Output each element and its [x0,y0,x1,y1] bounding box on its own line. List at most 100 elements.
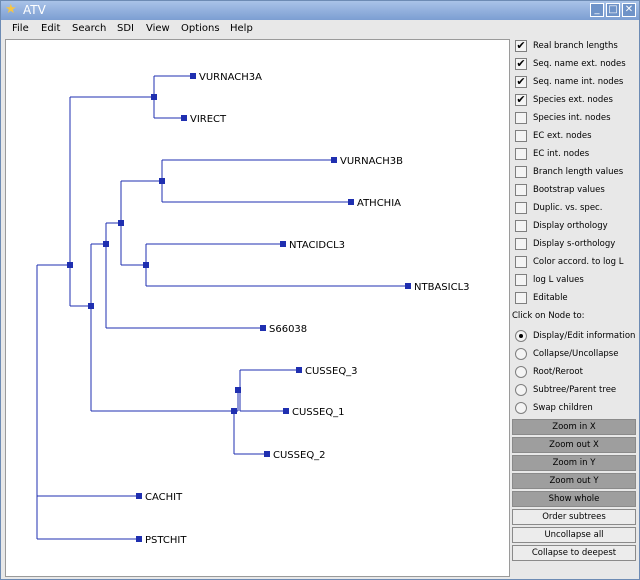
option-label: Editable [533,293,568,303]
click-action-2[interactable]: Root/Reroot [512,365,638,381]
minimize-button[interactable]: _ [590,3,604,17]
window-title: ATV [23,3,46,17]
leaf-node[interactable] [264,451,270,457]
phylogenetic-tree[interactable]: VURNACH3AVIRECTVURNACH3BATHCHIANTACIDCL3… [6,40,509,576]
checkbox[interactable] [515,184,527,196]
option-label: Bootstrap values [533,185,605,195]
checkbox[interactable]: ✔ [515,57,527,70]
checkbox[interactable] [515,256,527,268]
action-button-2[interactable]: Collapse to deepest [512,545,636,561]
star-icon: ★ [5,2,17,17]
option-label: log L values [533,275,584,285]
option-4[interactable]: Species int. nodes [512,111,638,127]
click-action-label: Root/Reroot [533,367,583,377]
leaf-node[interactable] [181,115,187,121]
option-0[interactable]: ✔Real branch lengths [512,39,638,55]
leaf-node[interactable] [280,241,286,247]
option-label: Seq. name int. nodes [533,77,624,87]
option-11[interactable]: Display s-orthology [512,237,638,253]
checkbox[interactable]: ✔ [515,93,527,106]
action-button-1[interactable]: Uncollapse all [512,527,636,543]
internal-node[interactable] [88,303,94,309]
internal-node[interactable] [118,220,124,226]
menu-view[interactable]: View [146,23,170,34]
radio-button[interactable] [515,384,527,396]
internal-node[interactable] [235,387,241,393]
zoom-button-1[interactable]: Zoom out X [512,437,636,453]
leaf-node[interactable] [136,536,142,542]
option-label: EC ext. nodes [533,131,592,141]
option-14[interactable]: Editable [512,291,638,307]
checkbox[interactable] [515,112,527,124]
menu-edit[interactable]: Edit [41,23,61,34]
option-8[interactable]: Bootstrap values [512,183,638,199]
menu-sdi[interactable]: SDI [117,23,134,34]
checkbox[interactable] [515,238,527,250]
zoom-button-3[interactable]: Zoom out Y [512,473,636,489]
leaf-node[interactable] [260,325,266,331]
option-7[interactable]: Branch length values [512,165,638,181]
click-on-node-label: Click on Node to: [512,311,585,321]
radio-button[interactable] [515,348,527,360]
zoom-button-0[interactable]: Zoom in X [512,419,636,435]
click-action-3[interactable]: Subtree/Parent tree [512,383,638,399]
option-label: Species int. nodes [533,113,611,123]
click-action-label: Display/Edit information [533,331,636,341]
zoom-button-4[interactable]: Show whole [512,491,636,507]
checkbox[interactable] [515,202,527,214]
radio-button[interactable] [515,402,527,414]
checkbox[interactable] [515,274,527,286]
radio-button[interactable] [515,330,527,342]
click-action-label: Collapse/Uncollapse [533,349,619,359]
radio-button[interactable] [515,366,527,378]
checkbox[interactable] [515,166,527,178]
leaf-node[interactable] [283,408,289,414]
leaf-label: VIRECT [190,114,227,125]
menu-options[interactable]: Options [181,23,220,34]
checkbox[interactable] [515,130,527,142]
option-13[interactable]: log L values [512,273,638,289]
leaf-node[interactable] [190,73,196,79]
leaf-node[interactable] [405,283,411,289]
option-6[interactable]: EC int. nodes [512,147,638,163]
leaf-node[interactable] [348,199,354,205]
internal-node[interactable] [103,241,109,247]
checkbox[interactable] [515,292,527,304]
action-button-0[interactable]: Order subtrees [512,509,636,525]
zoom-button-2[interactable]: Zoom in Y [512,455,636,471]
click-action-1[interactable]: Collapse/Uncollapse [512,347,638,363]
leaf-node[interactable] [331,157,337,163]
tree-nodes [67,73,411,542]
checkbox[interactable]: ✔ [515,75,527,88]
option-5[interactable]: EC ext. nodes [512,129,638,145]
checkbox[interactable] [515,220,527,232]
option-2[interactable]: ✔ Seq. name int. nodes [512,75,638,91]
leaf-label: PSTCHIT [145,535,187,546]
internal-node[interactable] [151,94,157,100]
option-1[interactable]: ✔Seq. name ext. nodes [512,57,638,73]
maximize-button[interactable]: □ [606,3,620,17]
click-action-0[interactable]: Display/Edit information [512,329,638,345]
close-button[interactable]: ✕ [622,3,636,17]
option-3[interactable]: ✔Species ext. nodes [512,93,638,109]
option-10[interactable]: Display orthology [512,219,638,235]
title-bar[interactable]: ★ ATV _ □ ✕ [1,1,639,20]
internal-node[interactable] [67,262,73,268]
checkbox[interactable] [515,148,527,160]
menu-help[interactable]: Help [230,23,253,34]
option-12[interactable]: Color accord. to log L [512,255,638,271]
leaf-node[interactable] [296,367,302,373]
option-label: Display s-orthology [533,239,616,249]
checkbox[interactable]: ✔ [515,39,527,52]
option-label: Branch length values [533,167,624,177]
menu-search[interactable]: Search [72,23,107,34]
internal-node[interactable] [231,408,237,414]
leaf-label: ATHCHIA [357,198,401,209]
internal-node[interactable] [159,178,165,184]
leaf-node[interactable] [136,493,142,499]
internal-node[interactable] [143,262,149,268]
menu-file[interactable]: File [12,23,29,34]
click-action-4[interactable]: Swap children [512,401,638,417]
option-9[interactable]: Duplic. vs. spec. [512,201,638,217]
